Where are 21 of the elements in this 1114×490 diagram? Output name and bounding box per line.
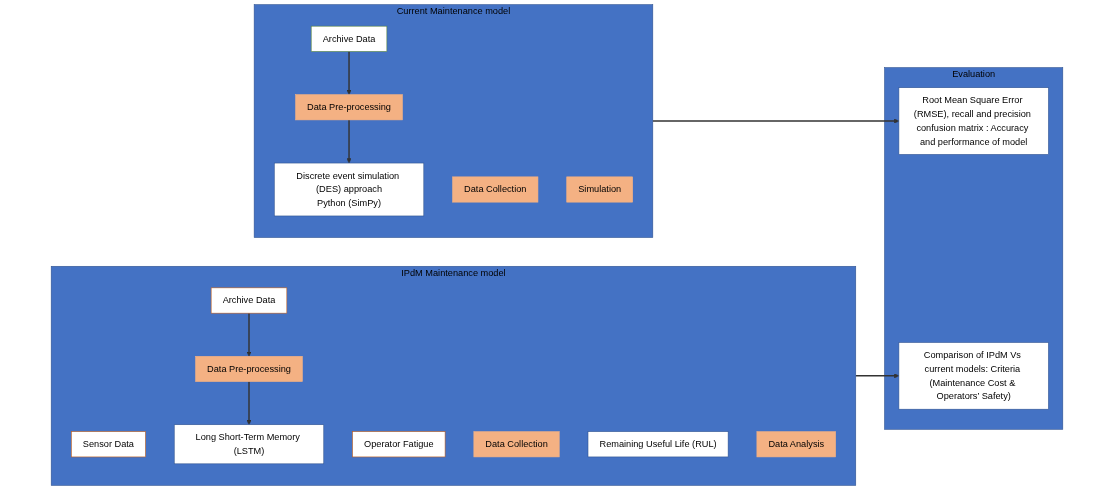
node-box: Sensor Data xyxy=(71,431,146,458)
node-box: Data Pre-processing xyxy=(195,356,303,382)
node-box: Comparison of IPdM Vs current models: Criteria (Maintenance Cost & Operators’ Safety) xyxy=(898,342,1049,410)
arrow xyxy=(346,119,352,164)
node-box: Long Short-Term Memory (LSTM) xyxy=(173,424,325,465)
arrow xyxy=(246,380,252,425)
arrow xyxy=(346,50,352,95)
node-box: Archive Data xyxy=(310,25,388,52)
node-box: Root Mean Square Error (RMSE), recall and precision confusion matrix : Accuracy and performance of model xyxy=(898,87,1049,155)
node-box: Data Analysis xyxy=(756,431,836,458)
node-box: Remaining Useful Life (RUL) xyxy=(587,431,729,458)
node-box: Simulation xyxy=(566,176,633,203)
arrow xyxy=(855,373,900,379)
node-box: Data Collection xyxy=(473,431,560,458)
node-box: Operator Fatigue xyxy=(352,431,446,458)
node-box: Data Pre-processing xyxy=(295,94,403,121)
arrow xyxy=(652,118,900,124)
node-box: Discrete event simulation (DES) approach Python (SimPy) xyxy=(273,162,425,217)
arrow xyxy=(246,312,252,357)
node-box: Data Collection xyxy=(452,176,539,203)
node-box: Archive Data xyxy=(210,287,288,314)
